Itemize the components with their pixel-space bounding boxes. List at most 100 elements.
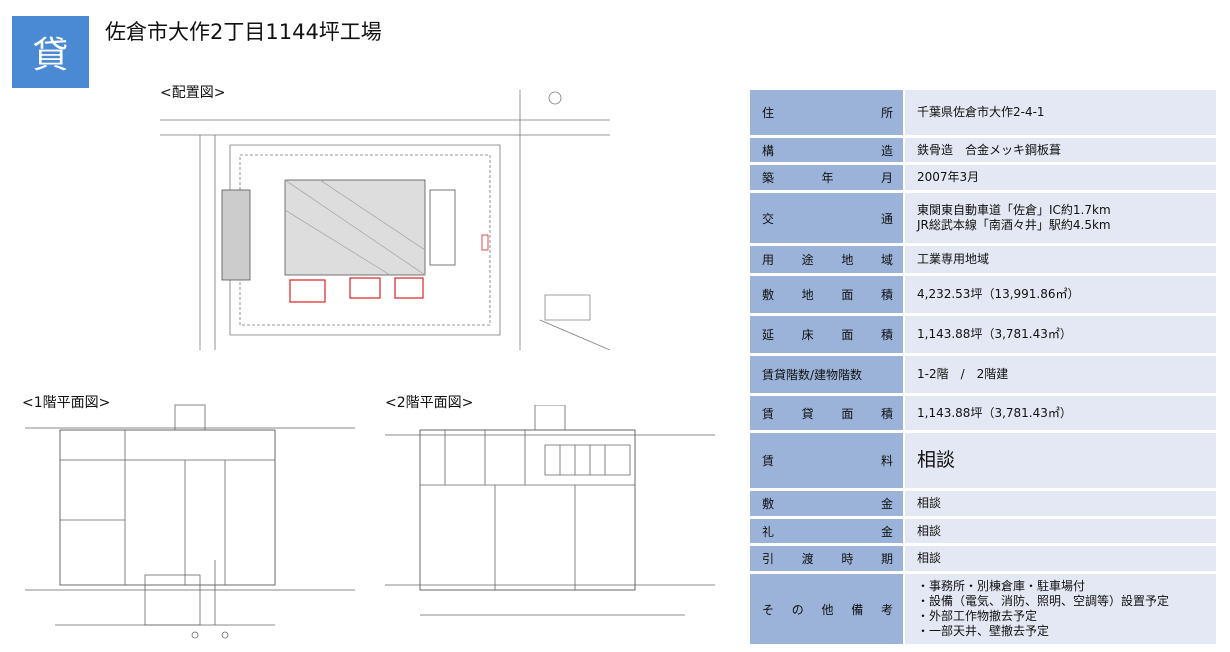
spec-label-char: 時: [841, 552, 854, 566]
spec-label: 賃貸面積: [750, 396, 903, 430]
spec-value: 2007年3月: [905, 165, 1216, 190]
spec-value-line: 4,232.53坪（13,991.86㎡）: [917, 287, 1080, 301]
spec-value: 相談: [905, 546, 1216, 571]
spec-row: 引 渡 時 期相談: [750, 546, 1216, 571]
floor2-plan-drawing: [385, 405, 715, 616]
spec-value: 4,232.53坪（13,991.86㎡）: [905, 276, 1216, 313]
spec-label-char: 礼: [762, 524, 775, 539]
spec-label-char: 所: [880, 106, 893, 120]
spec-value: 1-2階 / 2階建: [905, 356, 1216, 393]
spec-label: 礼金: [750, 519, 903, 543]
spec-label-char: 面: [841, 328, 854, 342]
spec-label-char: 敷: [762, 288, 775, 302]
spec-label-char: 月: [880, 171, 893, 185]
spec-label-char: 貸: [801, 406, 814, 421]
spec-value: 工業専用地域: [905, 246, 1216, 273]
spec-value-line: 2007年3月: [917, 170, 980, 184]
spec-label-char: 引: [762, 552, 775, 566]
spec-value-line: 工業専用地域: [917, 252, 990, 266]
spec-label-char: 渡: [801, 552, 814, 566]
spec-value: 相談: [905, 491, 1216, 516]
spec-row: 賃貸階数/建物階数 1-2階 / 2階建: [750, 356, 1216, 393]
spec-label: 敷金: [750, 491, 903, 516]
spec-value-line: 千葉県佐倉市大作2-4-1: [917, 105, 1045, 119]
spec-label: 住所: [750, 90, 903, 135]
spec-row: 礼金相談: [750, 519, 1216, 543]
spec-label-char: 積: [880, 406, 893, 421]
spec-label-char: 金: [880, 497, 893, 511]
spec-label: その他備考: [750, 574, 903, 644]
spec-label: 賃貸階数/建物階数: [750, 356, 903, 393]
site-plan-caption: <配置図>: [160, 85, 226, 101]
spec-value-line: 1,143.88坪（3,781.43㎡）: [917, 405, 1072, 420]
spec-value: 相談: [905, 519, 1216, 543]
spec-label: 延床面積: [750, 316, 903, 353]
spec-label-char: 通: [880, 211, 893, 226]
spec-label-char: 築: [762, 171, 775, 185]
spec-label-char: 料: [880, 454, 893, 468]
spec-value-line: 相談: [917, 449, 956, 471]
spec-row: 用 途 地 域 工業専用地域: [750, 246, 1216, 273]
spec-value-line: 東関東自動車道「佐倉」IC約1.7km: [917, 203, 1111, 217]
spec-value: 鉄骨造 合金メッキ鋼板葺: [905, 138, 1216, 162]
page-title: 佐倉市大作2丁目1144坪工場: [105, 20, 382, 44]
spec-label-char: 備: [851, 602, 864, 617]
floor1-plan-drawing: [25, 404, 355, 639]
spec-value-line: 1,143.88坪（3,781.43㎡）: [917, 327, 1072, 341]
spec-row: 敷 地 面 積 4,232.53坪（13,991.86㎡）: [750, 276, 1216, 313]
spec-value-line: 1-2階 / 2階建: [917, 367, 1009, 381]
rental-badge: 貸: [12, 16, 89, 88]
spec-label-char: 交: [762, 211, 775, 226]
spec-value-line: 相談: [917, 496, 942, 510]
spec-label: 敷地面積: [750, 276, 903, 313]
spec-label-char: 考: [880, 602, 893, 617]
spec-label-char: 構: [762, 143, 775, 158]
floor1-caption: <1階平面図>: [22, 395, 111, 411]
spec-label: 用途地域: [750, 246, 903, 273]
spec-value: 相談: [905, 433, 1216, 488]
spec-label-char: 造: [880, 143, 893, 158]
spec-label-char: 期: [880, 552, 893, 566]
spec-label-char: 地: [841, 253, 854, 267]
spec-label-char: の: [791, 602, 804, 617]
spec-label-char: 住: [762, 106, 775, 120]
spec-value-line: ・事務所・別棟倉庫・駐車場付: [917, 579, 1086, 593]
spec-value: 千葉県佐倉市大作2-4-1: [905, 90, 1216, 135]
spec-label-char: 賃: [762, 406, 775, 421]
spec-label: 賃料: [750, 433, 903, 488]
spec-value-line: JR総武本線「南酒々井」駅約4.5km: [917, 218, 1111, 232]
spec-value-line: ・設備（電気、消防、照明、空調等）設置予定: [917, 594, 1170, 608]
spec-label-char: 金: [880, 524, 893, 539]
spec-label-char: 途: [801, 253, 814, 267]
spec-value-line: ・一部天井、壁撤去予定: [917, 624, 1050, 638]
spec-label-char: 地: [801, 288, 814, 302]
spec-label-char: 年: [821, 171, 834, 185]
spec-label-char: 敷: [762, 497, 775, 511]
spec-value-line: 相談: [917, 523, 942, 538]
spec-label-char: 他: [821, 602, 834, 617]
spec-label-char: 面: [841, 406, 854, 421]
spec-value-line: ・外部工作物撤去予定: [917, 609, 1038, 623]
spec-row: 賃 貸 面 積 1,143.88坪（3,781.43㎡）: [750, 396, 1216, 430]
spec-row: 敷金相談: [750, 491, 1216, 516]
spec-label-char: 面: [841, 288, 854, 302]
spec-label-char: 積: [880, 288, 893, 302]
spec-value: 1,143.88坪（3,781.43㎡）: [905, 316, 1216, 353]
spec-value: ・事務所・別棟倉庫・駐車場付・設備（電気、消防、照明、空調等）設置予定・外部工作…: [905, 574, 1216, 644]
spec-label-char: 賃貸階数/建物階数: [762, 368, 863, 382]
spec-label-char: 延: [762, 328, 775, 342]
spec-row: その他備考・事務所・別棟倉庫・駐車場付・設備（電気、消防、照明、空調等）設置予定…: [750, 574, 1216, 644]
spec-value-line: 鉄骨造 合金メッキ鋼板葺: [917, 142, 1062, 157]
spec-label-char: そ: [762, 602, 775, 617]
spec-label: 築年月: [750, 165, 903, 190]
spec-label: 交通: [750, 193, 903, 243]
spec-label-char: 域: [880, 253, 893, 267]
floor2-caption: <2階平面図>: [385, 395, 474, 411]
spec-value: 1,143.88坪（3,781.43㎡）: [905, 396, 1216, 430]
spec-row: 構 造 鉄骨造 合金メッキ鋼板葺: [750, 138, 1216, 162]
spec-row: 住所千葉県佐倉市大作2-4-1: [750, 90, 1216, 135]
spec-label-char: 用: [762, 253, 775, 267]
